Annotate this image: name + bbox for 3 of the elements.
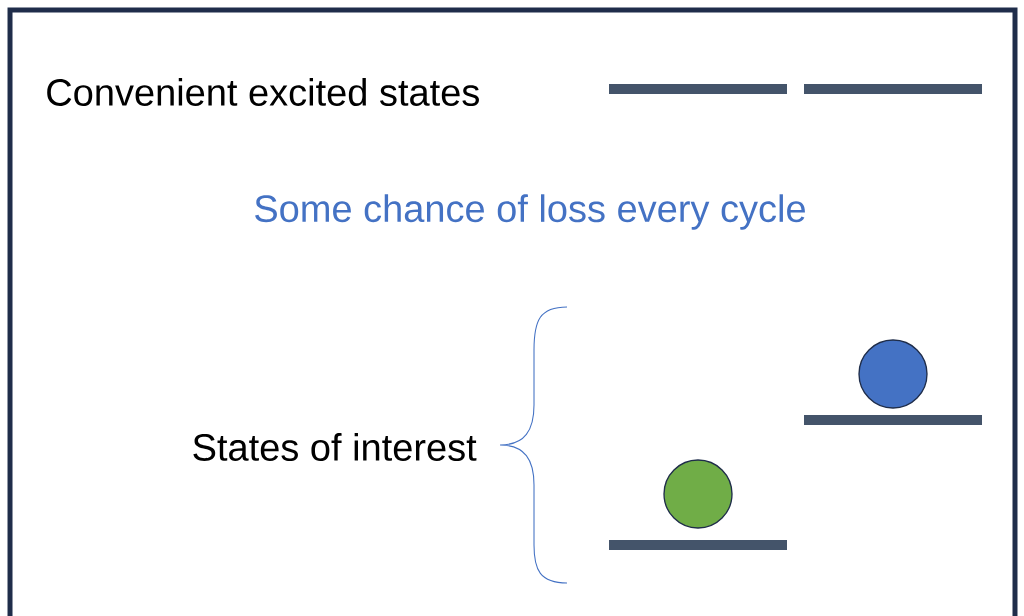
label: Convenient excited states <box>47 78 479 106</box>
label: States of interest <box>193 433 477 461</box>
label: Some chance of loss every cycle <box>255 194 805 230</box>
